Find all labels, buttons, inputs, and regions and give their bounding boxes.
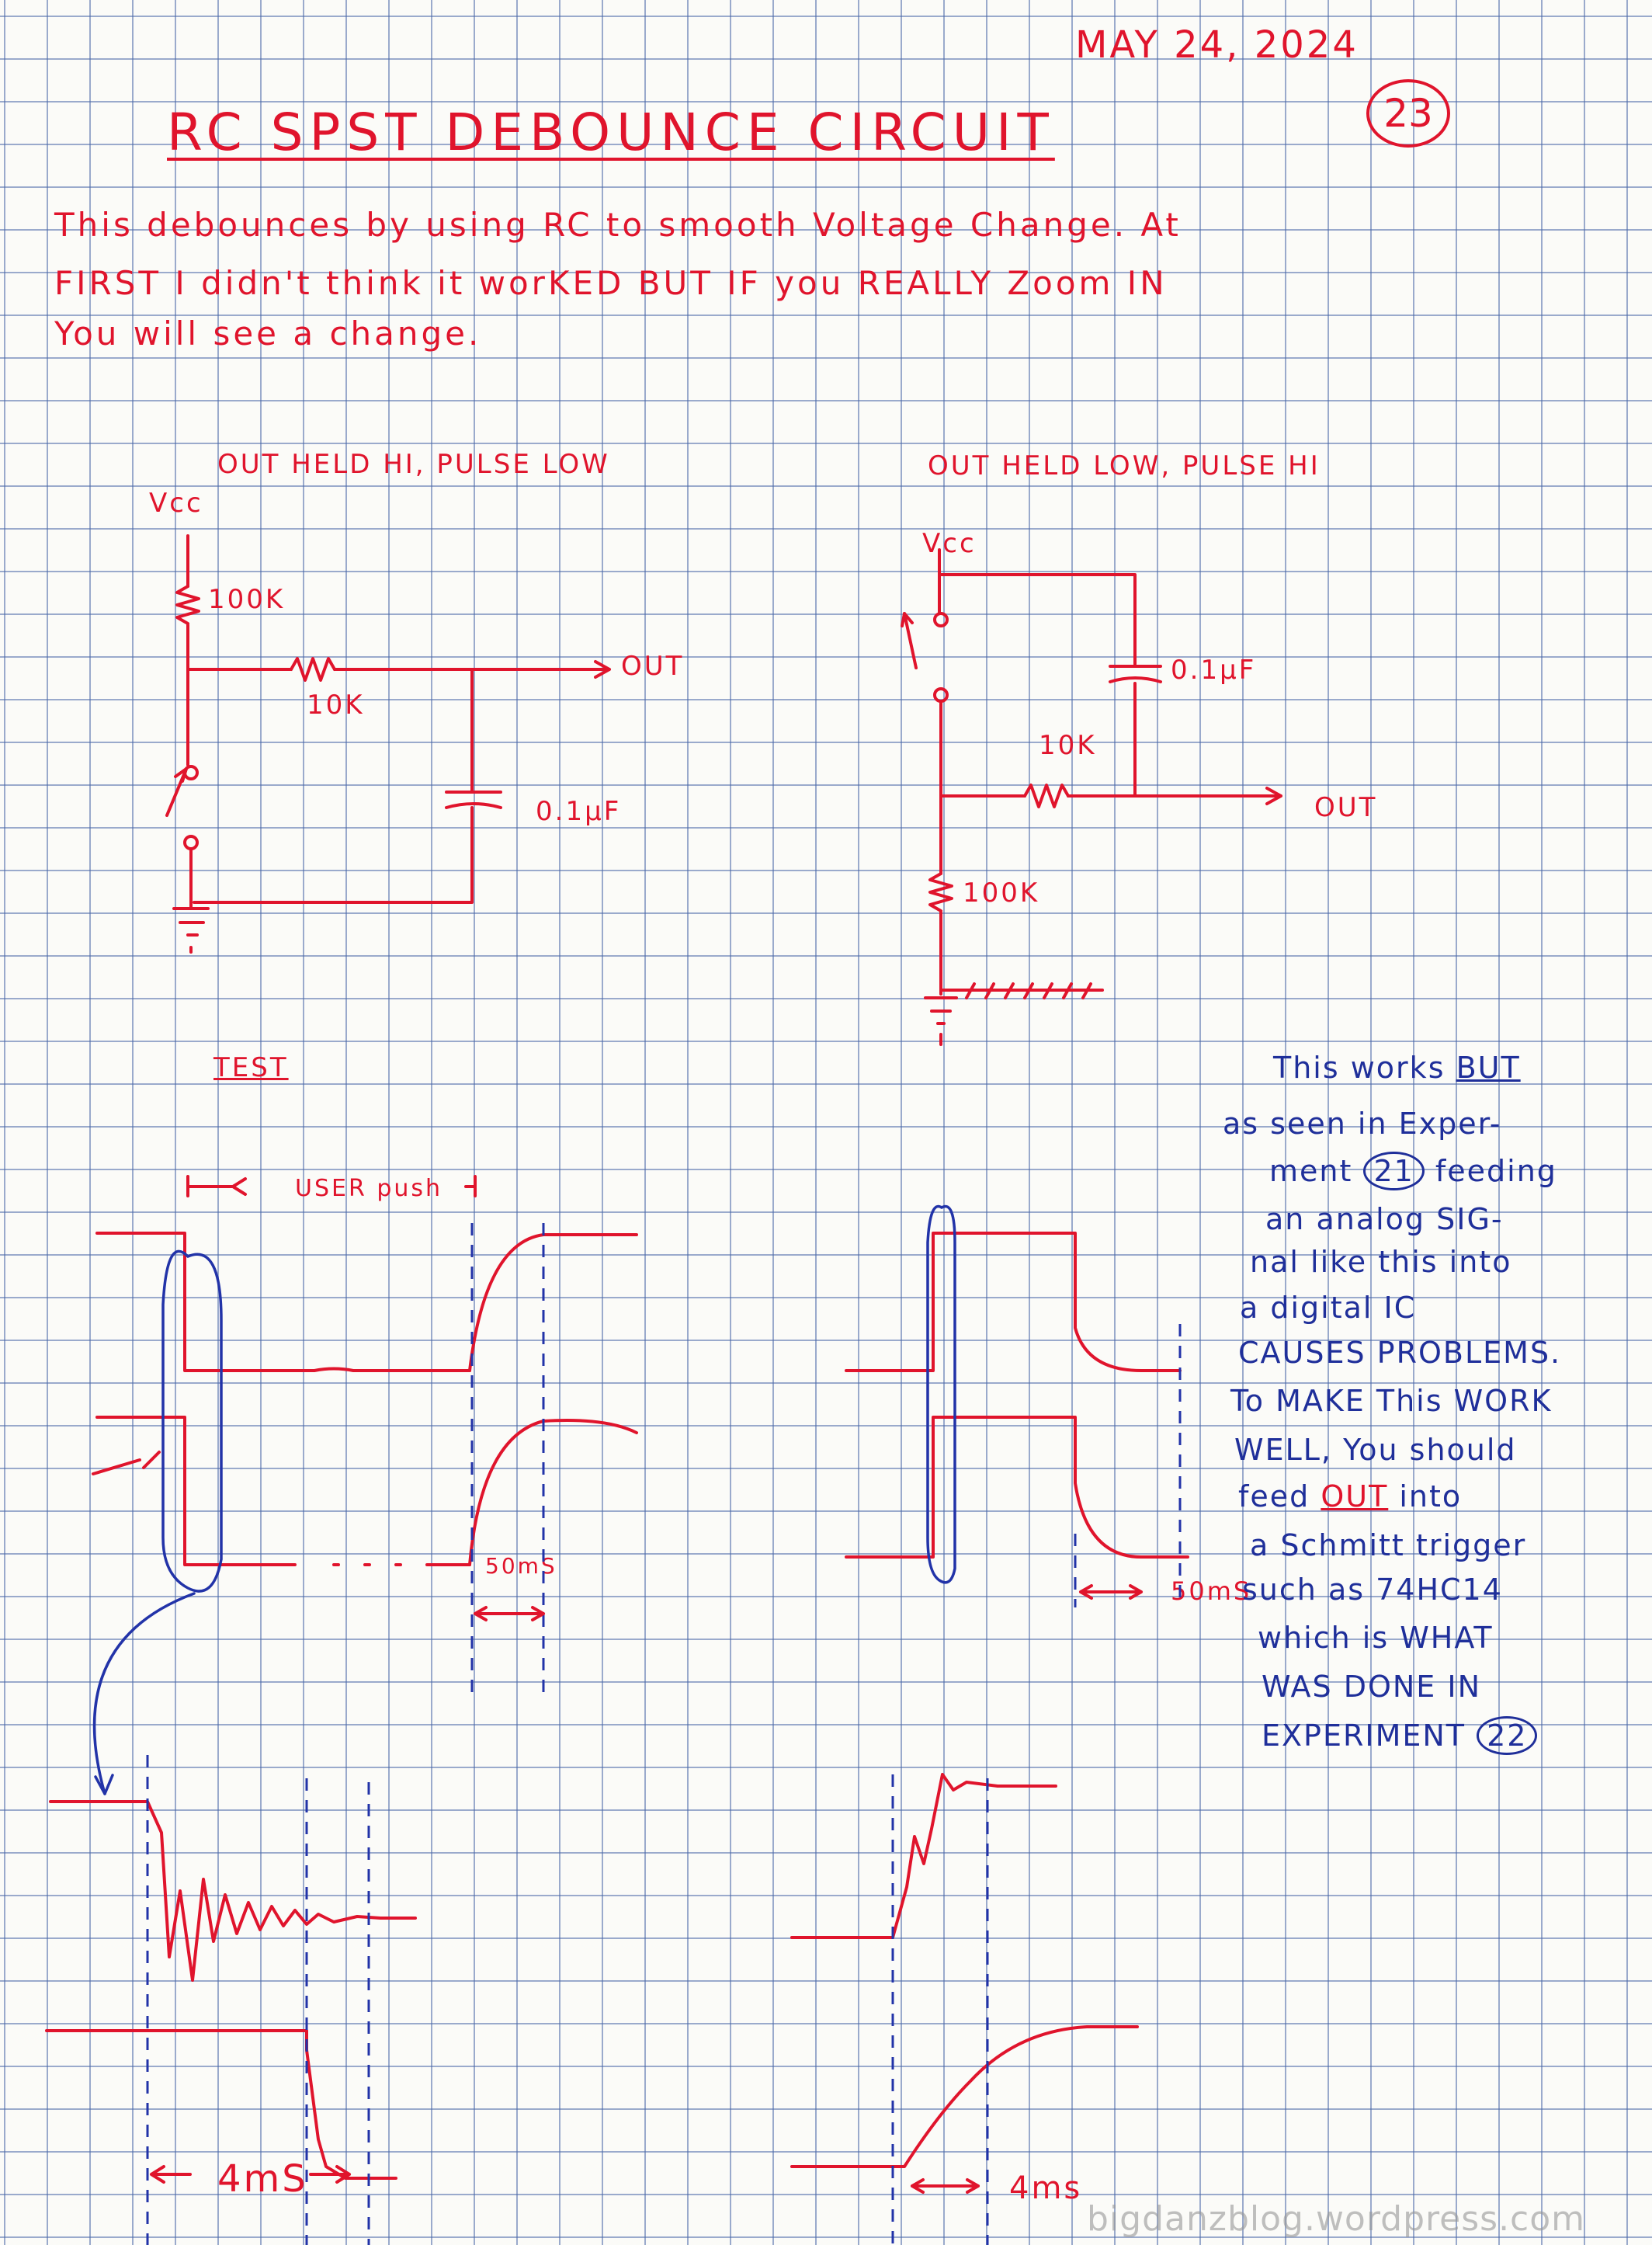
test-heading: TEST xyxy=(213,1052,289,1083)
side-note-line-13: which is WHAT xyxy=(1258,1621,1494,1655)
intro-line-1: This debounces by using RC to smooth Vol… xyxy=(54,206,1182,244)
side-note-line-11: a Schmitt trigger xyxy=(1250,1528,1527,1562)
timing-4ms-left: 4mS xyxy=(217,2157,308,2201)
side-note-line-4: an analog SIG- xyxy=(1265,1202,1504,1236)
left-10k-label: 10K xyxy=(307,690,365,721)
right-cap-label: 0.1µF xyxy=(1171,655,1257,686)
circuit-left-schematic xyxy=(165,534,611,954)
circuit-left-heading: OUT HELD HI, PULSE LOW xyxy=(217,449,610,480)
scope-traces-bottom-right xyxy=(790,1773,1139,2245)
side-note-line-1: This works BUT xyxy=(1273,1051,1521,1085)
page-number: 23 xyxy=(1366,79,1450,148)
side-note-line-5: nal like this into xyxy=(1250,1245,1512,1279)
side-note-line-2: as seen in Exper- xyxy=(1223,1107,1502,1141)
user-push-label: USER push xyxy=(295,1175,443,1202)
side-note-line-7: CAUSES PROBLEMS. xyxy=(1238,1336,1562,1370)
side-note-line-6: a digital IC xyxy=(1240,1291,1417,1325)
right-out-label: OUT xyxy=(1314,792,1378,823)
right-10k-label: 10K xyxy=(1039,730,1097,761)
circuit-right-heading: OUT HELD LOW, PULSE HI xyxy=(928,450,1321,481)
left-100k-label: 100K xyxy=(208,584,286,615)
circuit-right-schematic xyxy=(901,548,1282,1046)
timing-50ms-right: 50mS xyxy=(1171,1576,1252,1606)
watermark: bigdanzblog.wordpress.com xyxy=(1087,2199,1586,2239)
side-note-line-8: To MAKE This WORK xyxy=(1230,1384,1553,1418)
scope-traces-bottom-left xyxy=(45,1755,417,2245)
side-note-line-12: such as 74HC14 xyxy=(1242,1573,1503,1607)
right-vcc-label: Vcc xyxy=(922,528,977,559)
left-cap-label: 0.1µF xyxy=(536,796,622,827)
intro-line-2: FIRST I didn't think it worKED BUT IF yo… xyxy=(54,264,1168,302)
side-note-line-10: feed OUT into xyxy=(1238,1479,1463,1513)
page-title: RC SPST DEBOUNCE CIRCUIT xyxy=(167,103,1055,162)
intro-line-3: You will see a change. xyxy=(54,315,482,353)
test-waveforms-right xyxy=(845,1204,1189,1607)
side-note-line-3: ment 21 feeding xyxy=(1269,1152,1557,1190)
left-out-label: OUT xyxy=(621,651,685,682)
right-100k-label: 100K xyxy=(963,877,1040,909)
side-note-line-9: WELL, You should xyxy=(1234,1433,1517,1467)
side-note-line-15: EXPERIMENT 22 xyxy=(1262,1716,1538,1755)
left-vcc-label: Vcc xyxy=(149,488,203,519)
side-note-line-14: WAS DONE IN xyxy=(1262,1670,1482,1704)
page-date: MAY 24, 2024 xyxy=(1075,23,1359,67)
test-waveforms-left xyxy=(92,1175,638,1795)
timing-4ms-right: 4ms xyxy=(1009,2170,1083,2206)
